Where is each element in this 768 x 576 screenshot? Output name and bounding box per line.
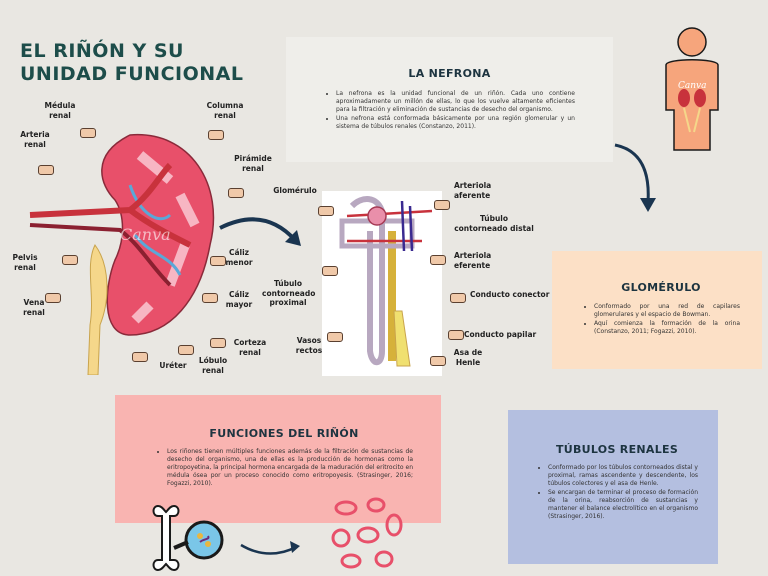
- tubulos-box: TÚBULOS RENALES Conformado por los túbul…: [508, 410, 718, 564]
- pointer-hand-icon: [45, 293, 61, 303]
- pointer-hand-icon: [178, 345, 194, 355]
- label-lobulo: Lóbulo renal: [198, 356, 228, 375]
- funciones-heading: FUNCIONES DEL RIÑÓN: [209, 427, 359, 440]
- funciones-bullet: Los riñones tienen múltiples funciones a…: [167, 448, 413, 488]
- pointer-hand-icon: [208, 130, 224, 140]
- pointer-hand-icon: [202, 293, 218, 303]
- human-body-icon: Canva: [665, 27, 719, 151]
- pointer-hand-icon: [132, 352, 148, 362]
- nefrona-bullet: Una nefrona está conformada básicamente …: [336, 115, 575, 131]
- nefrona-bullet: La nefrona es la unidad funcional de un …: [336, 90, 575, 114]
- tubulos-bullet: Se encargan de terminar el proceso de fo…: [548, 489, 698, 521]
- label-glomerulo: Glomérulo: [273, 186, 317, 195]
- label-vena: Vena renal: [23, 298, 45, 317]
- label-columna: Columna renal: [206, 101, 244, 120]
- glomerulo-heading: GLOMÉRULO: [621, 281, 701, 294]
- label-corteza: Corteza renal: [233, 338, 267, 357]
- watermark: Canva: [678, 81, 707, 91]
- nephron-illustration: [322, 191, 442, 376]
- label-tubulo-distal: Túbulo contorneado distal: [454, 214, 534, 233]
- pointer-hand-icon: [210, 256, 226, 266]
- arrow-icon: [240, 541, 300, 555]
- pointer-hand-icon: [38, 165, 54, 175]
- pointer-hand-icon: [322, 266, 338, 276]
- funciones-list: Los riñones tienen múltiples funciones a…: [155, 448, 413, 488]
- tubulos-list: Conformado por los túbulos contorneados …: [536, 464, 698, 521]
- glomerulo-list: Conformado por una red de capilares glom…: [582, 303, 740, 336]
- page-title: EL RIÑÓN Y SU UNIDAD FUNCIONAL: [20, 40, 244, 85]
- label-caliz-menor: Cáliz menor: [225, 248, 253, 267]
- bone-magnifier-icon: [152, 504, 224, 572]
- label-asa-henle: Asa de Henle: [453, 348, 483, 367]
- glomerulo-bullet: Conformado por una red de capilares glom…: [594, 303, 740, 319]
- kidney-illustration: Canva: [29, 134, 215, 375]
- pointer-hand-icon: [430, 255, 446, 265]
- arrow-icon: [219, 217, 301, 246]
- pointer-hand-icon: [210, 338, 226, 348]
- pointer-hand-icon: [448, 330, 464, 340]
- nefrona-box: LA NEFRONA La nefrona es la unidad funci…: [286, 37, 613, 162]
- pointer-hand-icon: [434, 200, 450, 210]
- tubulos-bullet: Conformado por los túbulos contorneados …: [548, 464, 698, 488]
- pointer-hand-icon: [62, 255, 78, 265]
- label-conducto-conector: Conducto conector: [470, 290, 550, 299]
- label-ureter: Uréter: [159, 361, 187, 370]
- label-caliz-mayor: Cáliz mayor: [225, 290, 253, 309]
- red-blood-cells-icon: [331, 497, 403, 569]
- pointer-hand-icon: [318, 206, 334, 216]
- pointer-hand-icon: [80, 128, 96, 138]
- arrow-icon: [614, 143, 656, 212]
- nefrona-heading: LA NEFRONA: [408, 67, 491, 80]
- label-vasos-rectos: Vasos rectos: [295, 336, 323, 355]
- pointer-hand-icon: [430, 356, 446, 366]
- pointer-hand-icon: [228, 188, 244, 198]
- label-arteria: Arteria renal: [20, 130, 50, 149]
- watermark: Canva: [120, 225, 171, 244]
- label-conducto-papilar: Conducto papilar: [464, 330, 537, 339]
- pointer-hand-icon: [327, 332, 343, 342]
- glomerulo-box: GLOMÉRULO Conformado por una red de capi…: [552, 251, 762, 369]
- label-medula: Médula renal: [44, 101, 76, 120]
- nefrona-list: La nefrona es la unidad funcional de un …: [324, 90, 575, 131]
- glomerulo-bullet: Aquí comienza la formación de la orina (…: [594, 320, 740, 336]
- label-arteriola-aferente: Arteriola aferente: [454, 181, 492, 200]
- tubulos-heading: TÚBULOS RENALES: [555, 443, 679, 456]
- label-pelvis: Pelvis renal: [12, 253, 38, 272]
- label-arteriola-eferente: Arteriola eferente: [454, 251, 492, 270]
- pointer-hand-icon: [450, 293, 466, 303]
- label-piramide: Pirámide renal: [234, 154, 272, 173]
- funciones-box: FUNCIONES DEL RIÑÓN Los riñones tienen m…: [115, 395, 441, 523]
- label-tubulo-proximal: Túbulo contorneado proximal: [262, 279, 316, 307]
